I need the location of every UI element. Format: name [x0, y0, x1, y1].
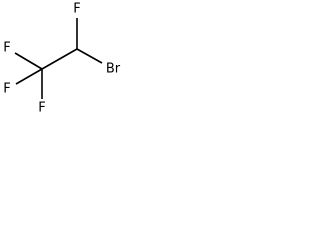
- atom-label-f-top: F: [73, 2, 80, 17]
- atom-label-f-left-lower: F: [3, 82, 10, 97]
- atom-label-br: Br: [106, 62, 121, 77]
- atom-label-f-bottom: F: [38, 101, 45, 116]
- molecule-structure: F Br F F F: [3, 2, 121, 116]
- atom-label-f-left-upper: F: [3, 41, 10, 56]
- structure-canvas: F Br F F F: [0, 0, 124, 118]
- bond-c2-f-left-lower: [15, 68, 43, 85]
- bond-c1-br: [76, 48, 103, 64]
- bond-c1-c2: [41, 48, 78, 70]
- bond-c2-f-left-upper: [14, 52, 43, 70]
